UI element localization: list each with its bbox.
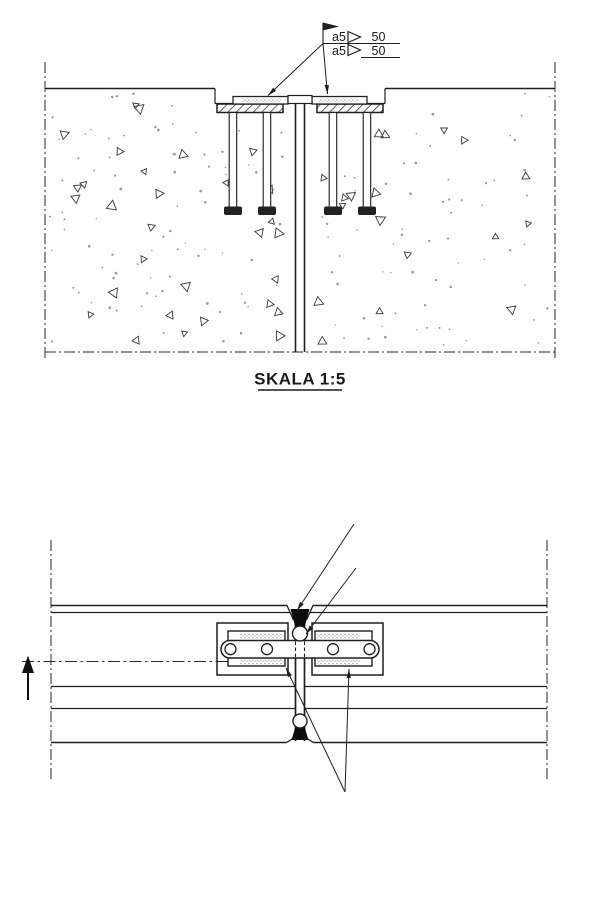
joint-gap-lines: [294, 103, 306, 352]
leader-arrowhead: [297, 601, 304, 611]
arrow-head: [22, 655, 34, 673]
hidden-weld-band: [242, 98, 281, 103]
stud-head: [224, 206, 242, 215]
bolt-hole: [326, 643, 340, 656]
stud-head: [324, 206, 342, 215]
anchor-studs: [224, 111, 376, 215]
stud-head: [358, 206, 376, 215]
stud-shank: [362, 111, 372, 209]
leader-to-joint-face: [285, 667, 346, 793]
fillet-weld-icon: [347, 43, 362, 57]
scale-label: SKALA 1:5: [254, 370, 346, 389]
backer-rod-top: [291, 625, 309, 642]
stud-head: [258, 206, 276, 215]
weld-size-above: a5: [332, 30, 346, 44]
vertical-centerlines: [44, 62, 556, 360]
fillet-weld-icon: [347, 30, 362, 44]
weld-length-above: 50: [372, 30, 386, 44]
hidden-stud-band: [240, 659, 283, 665]
weld-symbol: a5 50 a5 50: [267, 22, 400, 96]
leader-to-joint-edge: [305, 567, 357, 635]
section-direction-arrow-icon: [22, 655, 34, 700]
bolt-hole: [363, 643, 376, 656]
connecting-strap-plate: [220, 639, 380, 659]
embedded-plate-left: [216, 103, 284, 114]
bolt-hole: [260, 643, 274, 656]
joint-sealant-bottom: [291, 727, 309, 740]
hidden-gap-under-strap: [294, 641, 306, 657]
embedded-plate-right: [316, 103, 384, 114]
field-weld-flag-icon: [323, 22, 339, 31]
hidden-weld-band: [319, 98, 358, 103]
vertical-centerlines: [50, 540, 548, 780]
recess-outline: [214, 88, 386, 105]
backer-rod-bottom: [292, 713, 308, 729]
weld-size-below: a5: [332, 44, 346, 58]
leader-arrowhead: [306, 625, 314, 634]
hidden-stud-band: [317, 633, 360, 639]
section-view: a5 50 a5 50 SKALA 1:5: [44, 22, 556, 391]
weld-length-below: 50: [372, 44, 386, 58]
leader-to-plate-assembly: [344, 668, 350, 793]
weld-leader-lines: [267, 43, 328, 96]
leader-arrowhead: [286, 668, 292, 678]
stud-shank: [262, 111, 272, 209]
joint-sealant-top: [290, 609, 310, 627]
concrete-texture: [49, 92, 551, 346]
leader-arrowhead: [346, 669, 351, 679]
leader-arrowhead: [268, 87, 277, 96]
leader-lines: [285, 523, 357, 793]
hidden-stud-band: [240, 633, 283, 639]
joint-chamfer-top: [286, 605, 314, 621]
stud-shank: [228, 111, 238, 209]
leader-to-sealant: [296, 523, 355, 611]
joint-filler-strip: [287, 94, 313, 105]
stud-shank: [328, 111, 338, 209]
bolt-hole: [224, 643, 237, 656]
plan-view: [22, 523, 548, 793]
hidden-stud-band: [317, 659, 360, 665]
leader-arrowhead: [324, 84, 329, 94]
